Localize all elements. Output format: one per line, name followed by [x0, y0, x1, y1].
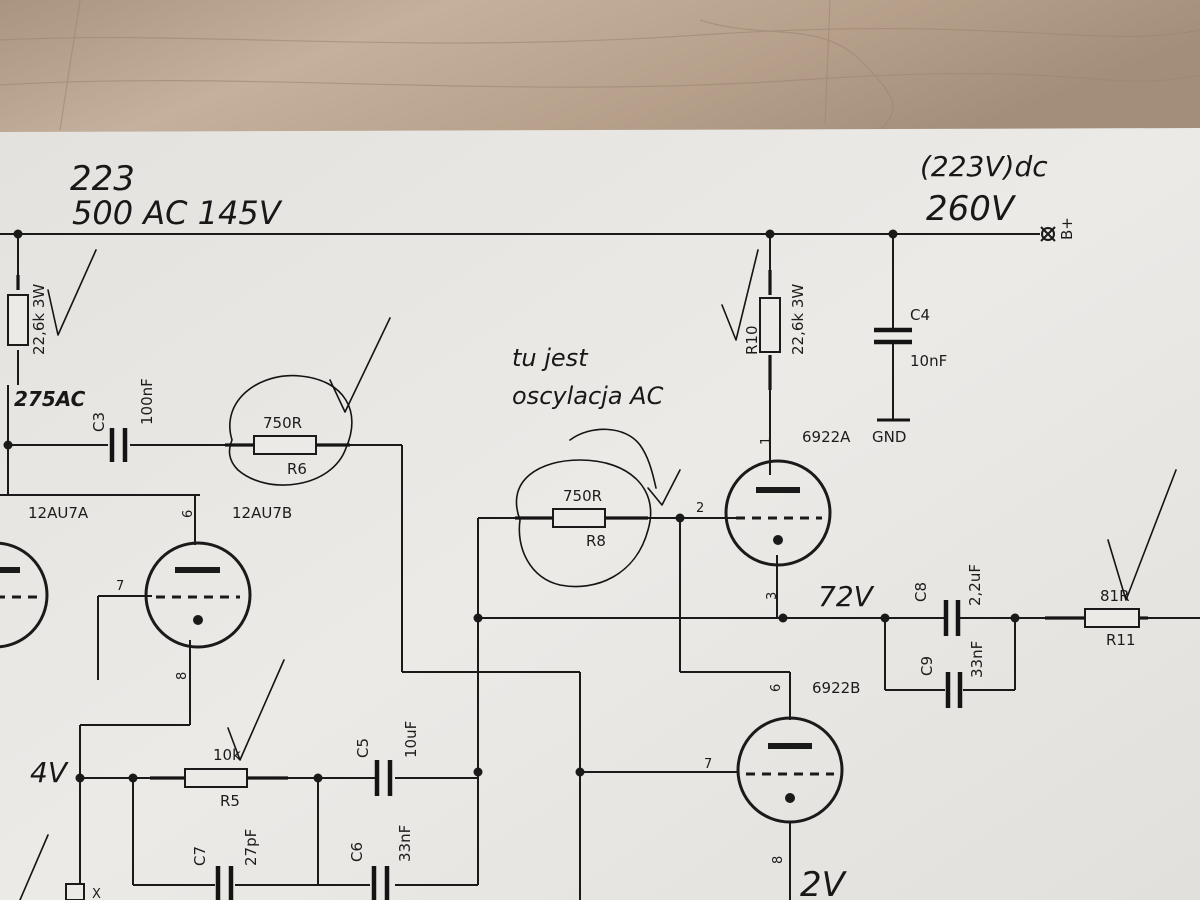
- r11-value: 81R: [1100, 587, 1130, 605]
- c8-name: C8: [912, 582, 930, 602]
- c3-name: C3: [90, 412, 108, 432]
- handwritten-223vdc: (223V)dc: [920, 150, 1048, 183]
- check-mark-icon: [19, 249, 1177, 900]
- resistor-r6: [225, 435, 350, 455]
- c9-value: 33nF: [968, 641, 986, 678]
- capacitor-c5: [374, 760, 393, 796]
- gnd-label: GND: [872, 428, 906, 446]
- tube-12au7b-pin-7: 7: [116, 579, 124, 594]
- tube-6922b-icon: [736, 716, 844, 824]
- c8-value: 2,2uF: [966, 564, 984, 606]
- handwritten-2v: 2V: [800, 865, 848, 900]
- r5-name: R5: [220, 792, 240, 810]
- c7-value: 27pF: [242, 829, 260, 866]
- tube-12au7b-icon: [144, 541, 252, 649]
- x-pin-box: [65, 883, 85, 900]
- junction-dots: [3, 229, 1020, 783]
- c9-name: C9: [918, 656, 936, 676]
- handwritten-oscylacja: oscylacja AC: [512, 382, 664, 410]
- annotation-circle-icon: [228, 374, 657, 588]
- r11-name: R11: [1106, 631, 1136, 649]
- capacitor-c6: [371, 866, 390, 900]
- bplus-terminal-icon: [1040, 226, 1056, 242]
- r10-name: R10: [743, 325, 761, 355]
- handwritten-275ac: 275AC: [14, 387, 86, 411]
- tube-12au7b-label: 12AU7B: [232, 504, 292, 522]
- tube-6922b-label: 6922B: [812, 679, 860, 697]
- capacitor-c3: [109, 428, 128, 462]
- c7-name: C7: [191, 846, 209, 866]
- r5-value: 10k: [213, 746, 241, 764]
- c3-value: 100nF: [138, 378, 156, 425]
- r6-value: 750R: [263, 414, 302, 432]
- c6-value: 33nF: [396, 825, 414, 862]
- tube-12au7b-pin-6: 6: [181, 510, 196, 518]
- tube-6922a-pin-2: 2: [696, 501, 704, 516]
- tube-6922b-pin-8: 8: [771, 856, 786, 864]
- r6-name: R6: [287, 460, 307, 478]
- resistor-r5: [150, 768, 288, 788]
- c4-name: C4: [910, 306, 930, 324]
- capacitor-c4: [874, 327, 912, 345]
- tube-6922a-icon: [724, 459, 832, 567]
- capacitor-c9: [945, 672, 963, 708]
- c6-name: C6: [348, 842, 366, 862]
- wood-table: [0, 0, 1200, 140]
- tube-6922a-pin-3: 3: [765, 592, 780, 600]
- r8-name: R8: [586, 532, 606, 550]
- capacitor-c8: [943, 600, 961, 636]
- tube-6922a-pin-1: 1: [759, 437, 774, 445]
- tube-12au7b-pin-8: 8: [175, 672, 190, 680]
- handwritten-4v: 4V: [30, 756, 69, 789]
- c5-name: C5: [354, 738, 372, 758]
- handwritten-72v: 72V: [818, 580, 875, 613]
- handwritten-260v: 260V: [926, 189, 1017, 229]
- resistor-r10: [759, 270, 781, 390]
- tube-6922b-pin-7: 7: [704, 757, 712, 772]
- resistor-left: [7, 275, 29, 346]
- handwritten-500ac-145v: 500 AC 145V: [72, 194, 283, 232]
- c5-value: 10uF: [402, 721, 420, 758]
- c4-value: 10nF: [910, 352, 947, 370]
- r8-value: 750R: [563, 487, 602, 505]
- tube-12au7a-label: 12AU7A: [28, 504, 89, 522]
- resistor-r11: [1045, 608, 1148, 628]
- x-pin-label: X: [92, 887, 101, 900]
- tube-6922a-label: 6922A: [802, 428, 851, 446]
- bplus-label: B+: [1058, 217, 1076, 240]
- r10-value: 22,6k 3W: [789, 284, 807, 355]
- tube-12au7a-icon: [0, 541, 49, 649]
- wood-grain: [0, 0, 1200, 131]
- handwritten-223: 223: [70, 159, 135, 199]
- tube-6922b-pin-6: 6: [769, 684, 784, 692]
- resistor-left-value: 22,6k 3W: [30, 284, 48, 355]
- capacitor-c7: [215, 866, 234, 900]
- resistor-r8: [515, 508, 648, 528]
- handwritten-tu-jest: tu jest: [512, 344, 589, 372]
